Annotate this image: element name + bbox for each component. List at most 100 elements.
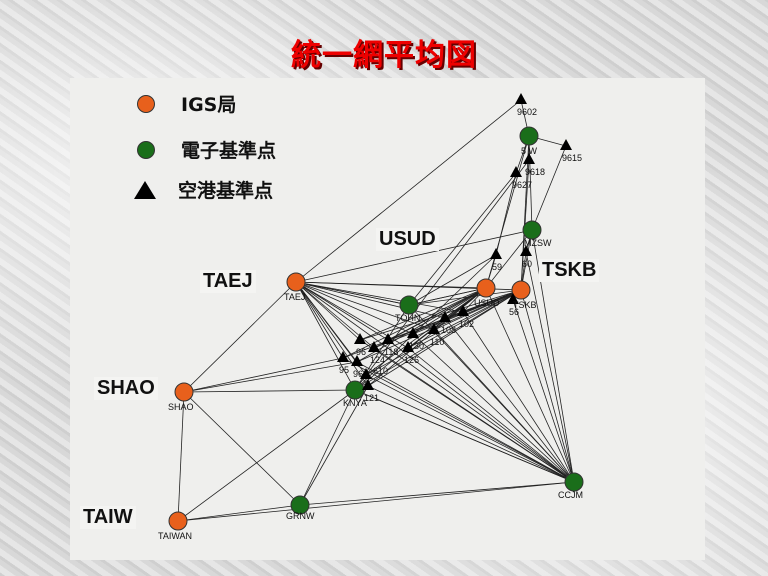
baseline-edge [295, 281, 358, 363]
geonet-station-marker [290, 495, 310, 515]
station-label: 95 [339, 365, 349, 375]
baseline-edge [387, 339, 575, 483]
baseline-edge [367, 289, 522, 387]
airport-station-marker [490, 248, 502, 259]
baseline-edge [359, 339, 575, 483]
baseline-edge [183, 361, 358, 393]
station-label: 126 [404, 355, 419, 365]
airport-station-marker [457, 305, 469, 316]
igs-station-marker [168, 511, 188, 531]
station-label: 610 [373, 366, 388, 376]
station-label: 130 [409, 341, 424, 351]
legend-igs: IGS局 [137, 90, 236, 117]
baseline-edge [356, 289, 522, 363]
label-tskb: TSKB [539, 259, 600, 282]
airport-station-marker [382, 333, 394, 344]
orange-circle-icon [137, 94, 155, 113]
station-label: 110 [430, 337, 444, 347]
airport-station-marker [520, 245, 532, 256]
legend-geonet: 電子基準点 [137, 136, 276, 163]
airport-station-marker [560, 139, 572, 150]
baseline-edge [295, 281, 389, 341]
label-shao: SHAO [94, 377, 158, 400]
baseline-edge [295, 99, 522, 283]
label-taiw: TAIW [80, 506, 136, 529]
baseline-edge [444, 317, 575, 483]
baseline-edge [295, 281, 435, 331]
slide-title: 統一網平均図 [291, 38, 477, 73]
baseline-edge [299, 385, 369, 506]
station-label: TOHN [395, 313, 420, 323]
baseline-edge [495, 172, 517, 256]
baseline-edge [354, 159, 530, 391]
baseline-edge [295, 229, 533, 283]
baseline-edge [183, 389, 356, 393]
geonet-station-marker [522, 220, 542, 240]
legend-airport: 空港基準点 [134, 176, 273, 203]
baseline-edge [354, 289, 522, 391]
station-label: USUD [474, 298, 500, 308]
station-label: 9618 [525, 167, 545, 177]
baseline-edge [177, 389, 356, 522]
baseline-edge [485, 229, 533, 289]
baseline-edge [177, 481, 575, 522]
baseline-edge [299, 481, 575, 506]
baseline-edge [408, 172, 517, 306]
baseline-edge [485, 287, 575, 483]
airport-station-marker [351, 355, 363, 366]
station-label: 96 [356, 347, 366, 357]
airport-station-marker [515, 93, 527, 104]
baseline-edge [367, 287, 487, 387]
station-label: 124 [370, 355, 385, 365]
baseline-edge [183, 281, 297, 393]
station-label: 121 [364, 393, 379, 403]
baseline-edge [295, 281, 361, 341]
baseline-edge [183, 357, 344, 393]
station-label: 60 [522, 259, 532, 269]
baseline-edge [359, 287, 487, 341]
baseline-edge [295, 281, 414, 335]
baseline-edge [520, 289, 575, 483]
baseline-edge [512, 299, 575, 483]
baseline-edge [299, 389, 356, 506]
station-label: 108 [441, 325, 456, 335]
baseline-edge [412, 333, 575, 483]
baseline-edge [408, 289, 522, 306]
baseline-edge [183, 391, 301, 506]
baseline-edge [177, 504, 301, 522]
network-panel [70, 78, 705, 560]
station-label: 118 [384, 347, 398, 357]
baseline-edge [462, 311, 575, 483]
station-label: CCJM [558, 490, 583, 500]
airport-station-marker [523, 153, 535, 164]
airport-station-marker [362, 379, 374, 390]
baseline-edge [407, 289, 522, 349]
baseline-edge [354, 389, 575, 483]
station-label: 102 [459, 319, 474, 329]
airport-station-marker [354, 333, 366, 344]
baseline-edge [525, 251, 575, 483]
label-usud: USUD [376, 228, 439, 251]
station-label: 9627 [512, 180, 532, 190]
igs-station-marker [511, 280, 531, 300]
airport-station-marker [407, 327, 419, 338]
baseline-edge [407, 347, 575, 483]
baseline-edge [485, 135, 530, 289]
station-label: 5 W [521, 146, 538, 156]
geonet-station-marker [399, 295, 419, 315]
baseline-edge [295, 281, 410, 306]
airport-station-marker [402, 341, 414, 352]
airport-station-marker [337, 351, 349, 362]
baseline-edge [365, 374, 575, 483]
station-label: 96 [353, 369, 363, 379]
baseline-edge [359, 289, 522, 341]
airport-station-marker [368, 341, 380, 352]
baseline-edge [295, 281, 464, 313]
station-label: 56 [509, 307, 519, 317]
baseline-edge [528, 135, 533, 231]
station-label: TAIWAN [158, 531, 192, 541]
baseline-edge [177, 391, 185, 522]
green-circle-icon [137, 140, 155, 159]
airport-station-marker [439, 311, 451, 322]
